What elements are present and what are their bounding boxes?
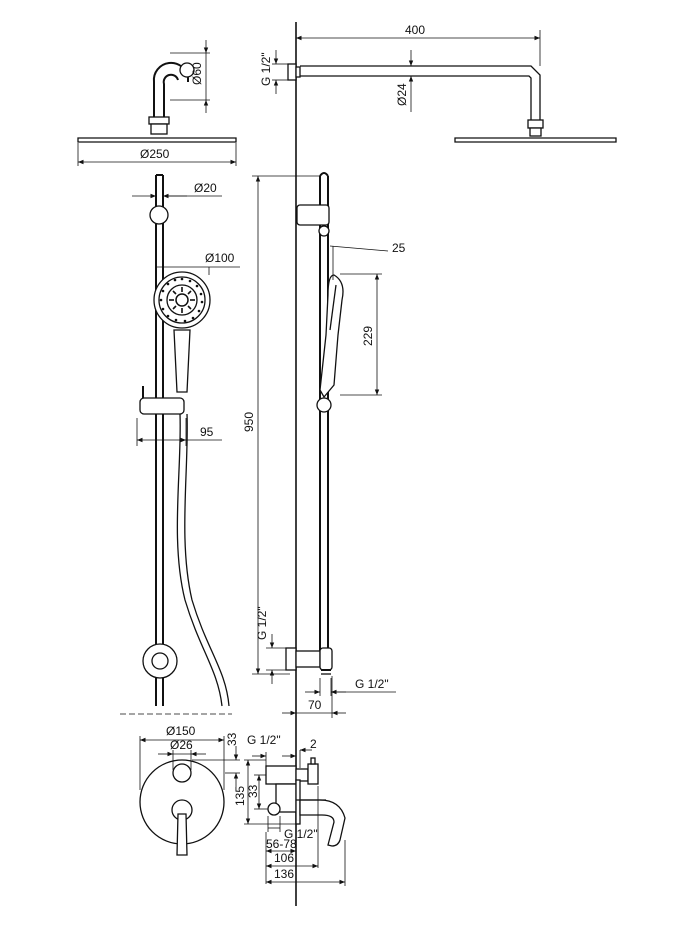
dim-mixer-connection-top-label: G 1/2" [247,733,281,747]
dim-arm-length: 400 [295,23,541,66]
dim-mixer-offset: 33 [246,774,268,810]
rail-side-view [285,172,344,675]
dim-arm-tube-label: Ø24 [395,83,409,106]
dim-outlet-bottom-label: G 1/2" [355,677,389,691]
dim-arm-connection-label: G 1/2" [259,52,273,86]
dim-mixer-height-label: 135 [233,786,247,806]
dim-mixer-connection-bottom: G 1/2" [267,816,318,841]
dim-head-arm-label: Ø60 [190,62,204,85]
dim-plate-diameter-label: Ø150 [166,724,196,738]
dim-mixer-depth-2: 136 [266,840,346,886]
dim-rail-diameter: Ø20 [132,181,222,199]
dim-hand-diameter: Ø100 [155,251,240,275]
dim-knob-offset-label: 33 [225,732,239,746]
dim-arm-connection: G 1/2" [259,50,288,94]
dim-holder-offset: 95 [136,418,222,446]
dim-mixer-depth-range: 56-78 [265,832,297,884]
dim-rail-height-label: 950 [242,412,256,432]
hand-shower-front [153,271,211,393]
dim-holder-offset-label: 95 [200,425,214,439]
dim-plate-diameter: Ø150 [139,724,225,790]
dim-mixer-depth-1-label: 106 [274,851,294,865]
dim-hand-length: 229 [340,273,382,396]
dim-mixer-gap: 2 [299,737,317,768]
dim-knob-diameter-label: Ø26 [170,738,193,752]
dim-mixer-depth-range-label: 56-78 [266,837,297,851]
dim-mixer-connection-bottom-label: G 1/2" [284,827,318,841]
mixer-front-view [139,759,225,856]
dim-mixer-gap-label: 2 [310,737,317,751]
dim-hand-diameter-label: Ø100 [205,251,235,265]
dim-head-arm: Ø60 [170,40,210,113]
dim-arm-tube: Ø24 [395,50,414,112]
dim-mixer-depth-2-label: 136 [274,867,294,881]
dim-knob-offset: 33 [192,732,240,787]
dim-arm-length-label: 400 [405,23,425,37]
dim-outlet-depth-label: 70 [308,698,322,712]
rail-front-view [139,174,230,707]
dim-outlet-depth: 70 [282,676,346,718]
dim-rail-diameter-label: Ø20 [194,181,217,195]
arm-side-view [287,63,617,143]
dim-outlet-side-label: G 1/2" [255,606,269,640]
dim-mixer-height: 135 [233,759,296,825]
dim-hand-angle-label: 25 [392,241,406,255]
dim-outlet-side: G 1/2" [255,606,286,684]
dim-outlet-bottom: G 1/2" [305,677,396,696]
dim-head-diameter: Ø250 [77,143,237,166]
mixer-side-view [265,757,346,847]
dim-mixer-connection-top: G 1/2" [247,733,297,766]
dim-mixer-depth-1: 106 [266,786,319,869]
dim-knob-diameter: Ø26 [158,738,206,770]
head-front-view [77,61,237,143]
dim-mixer-offset-label: 33 [246,784,260,798]
dim-hand-length-label: 229 [361,326,375,346]
dim-head-diameter-label: Ø250 [140,147,170,161]
dim-rail-height: 950 [242,175,320,675]
dim-hand-angle: 25 [329,241,406,280]
